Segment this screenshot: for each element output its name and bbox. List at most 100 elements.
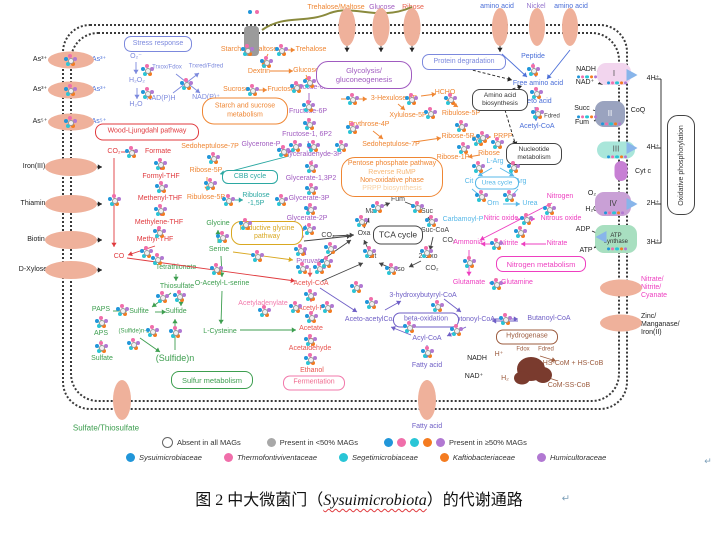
- metabolite-label: Fum: [575, 118, 589, 126]
- metabolite-label: Sulfide: [165, 307, 187, 315]
- metabolite-label: Acyl-CoA: [412, 334, 442, 342]
- metabolite-label: Acetaldehyde: [288, 344, 332, 352]
- enzyme-marker-icon: [139, 245, 153, 258]
- metabolite-label: Acetyl-CoA: [519, 122, 555, 130]
- legend-label: Present in <50% MAGs: [279, 438, 358, 447]
- enzyme-marker-icon: [320, 300, 334, 313]
- legend-dot-icon: [266, 438, 276, 447]
- enzyme-marker-icon: [168, 325, 182, 338]
- metabolite-label: APS: [93, 329, 109, 337]
- metabolite-label: Glucose: [293, 66, 319, 74]
- pathway-box-label: CBB cycle: [233, 172, 267, 180]
- metabolite-label: Fatty acid: [411, 361, 443, 369]
- metabolite-label: Fructose: [267, 85, 295, 93]
- metabolite-label: Acetate: [299, 324, 323, 332]
- enzyme-marker-icon: [542, 202, 556, 215]
- enzyme-marker-icon: [302, 117, 316, 130]
- enzyme-marker-icon: [215, 230, 229, 243]
- metabolite-label: Succ: [574, 104, 590, 112]
- enzyme-marker-icon: [153, 157, 167, 170]
- metabolite-label: Methylene-THF: [134, 218, 184, 226]
- enzyme-marker-icon: [443, 92, 457, 105]
- pathway-box-label: Wood-Ljungdahl pathway: [107, 127, 187, 135]
- membrane-transporter-icon: [492, 8, 508, 46]
- enzyme-marker-icon: [354, 214, 368, 227]
- enzyme-marker-icon: [140, 86, 154, 99]
- metabolite-label: Methenyl-THF: [137, 194, 183, 202]
- enzyme-marker-icon: [209, 262, 223, 275]
- metabolite-label: H₂O: [585, 205, 599, 213]
- enzyme-marker-icon: [302, 75, 316, 88]
- legend-dot-icon: [439, 453, 449, 462]
- membrane-transporter-icon: [418, 380, 436, 420]
- enzyme-marker-icon: [154, 180, 168, 193]
- enzyme-marker-icon: [240, 43, 254, 56]
- metabolite-label: Formyl-THF: [142, 172, 180, 180]
- membrane-transporter-icon: [338, 8, 356, 46]
- pathway-box-label: Amino acid: [483, 92, 517, 100]
- membrane-transporter-icon: [529, 8, 545, 46]
- proton-flow-arrow-icon: [626, 69, 638, 81]
- metabolite-label: ↵: [704, 455, 712, 466]
- caption-prefix: 图 2 中大微菌门（: [195, 492, 324, 509]
- metabolite-label: Acetyl-CoA: [293, 279, 329, 287]
- pathway-box-label: biosynthesis: [482, 100, 518, 107]
- enzyme-marker-icon: [449, 323, 463, 336]
- metabolite-label: ATP: [579, 246, 593, 254]
- metabolite-label: O-Acetyl-L-serine: [194, 279, 250, 287]
- enzyme-marker-icon: [430, 299, 444, 312]
- motor-dot-icon: [255, 10, 259, 14]
- enzyme-marker-icon: [276, 144, 290, 157]
- metabolite-label: Trxox/Fdox: [152, 64, 182, 71]
- metabolite-label: Sedoheptulose-7P: [181, 142, 239, 150]
- metabolite-label: Butanoyl-CoA: [527, 314, 571, 322]
- enzyme-marker-icon: [490, 136, 504, 149]
- proton-flow-arrow-icon: [626, 142, 638, 154]
- legend-label: Absent in all MAGs: [177, 438, 241, 447]
- metabolite-label: H₂O₂: [129, 76, 145, 84]
- enzyme-marker-icon: [454, 119, 468, 132]
- legend-item: Kaftiobacteriaceae: [439, 453, 515, 462]
- pathway-box: Wood-Ljungdahl pathway: [95, 123, 199, 141]
- enzyme-marker-icon: [179, 77, 193, 90]
- enzyme-marker-icon: [498, 312, 512, 325]
- pathway-box: CBB cycle: [222, 170, 278, 184]
- enzyme-marker-icon: [302, 222, 316, 235]
- metabolite-label: NAD⁺: [575, 78, 595, 86]
- enzyme-marker-icon: [423, 106, 437, 119]
- legend-dot-icon: [396, 438, 406, 447]
- membrane-transporter-icon: [403, 8, 421, 46]
- metabolite-label: As³⁺: [32, 55, 48, 63]
- enzyme-marker-icon: [145, 324, 159, 337]
- pathway-box-label: Fermentation: [293, 378, 335, 386]
- enzyme-marker-icon: [124, 145, 138, 158]
- pathway-box-label: beta-oxidation: [404, 315, 448, 323]
- metabolite-label: Glutamine: [501, 278, 533, 286]
- enzyme-marker-icon: [502, 189, 516, 202]
- enzyme-marker-icon: [63, 53, 77, 66]
- enzyme-marker-icon: [319, 255, 333, 268]
- figure-caption: 图 2 中大微菌门（Sysuimicrobiota）的代谢通路: [0, 486, 718, 510]
- legend-item: Humicultoraceae: [537, 453, 606, 462]
- metabolite-label: Fructose-1, 6P2: [282, 130, 332, 138]
- hydrogenase-enzyme-icon: [534, 367, 552, 383]
- metabolite-label: Trehalose: [295, 45, 327, 53]
- metabolite-label: Methyl-THF: [136, 235, 174, 243]
- metabolite-label: Glucose: [369, 4, 395, 12]
- metabolite-label: O₂: [587, 189, 597, 197]
- enzyme-marker-icon: [410, 200, 424, 213]
- metabolite-label: Sulfate/Thiosulfate: [72, 423, 140, 433]
- enzyme-marker-icon: [519, 212, 533, 225]
- legend-item: Absent in all MAGs: [162, 437, 241, 448]
- metabolite-label: amino acid: [554, 2, 588, 10]
- metabolite-label: CoQ: [630, 106, 646, 114]
- enzyme-marker-icon: [303, 288, 317, 301]
- metabolite-label: Fum: [391, 195, 405, 203]
- metabolite-label: Fdred: [544, 113, 560, 120]
- metabolite-label: Ribulose-5P: [441, 109, 481, 117]
- enzyme-marker-icon: [384, 262, 398, 275]
- metabolite-label: Dextrin: [247, 67, 271, 75]
- metabolite-label: Ammonia: [453, 238, 483, 246]
- metabolite-label: Free amino acid: [512, 79, 564, 87]
